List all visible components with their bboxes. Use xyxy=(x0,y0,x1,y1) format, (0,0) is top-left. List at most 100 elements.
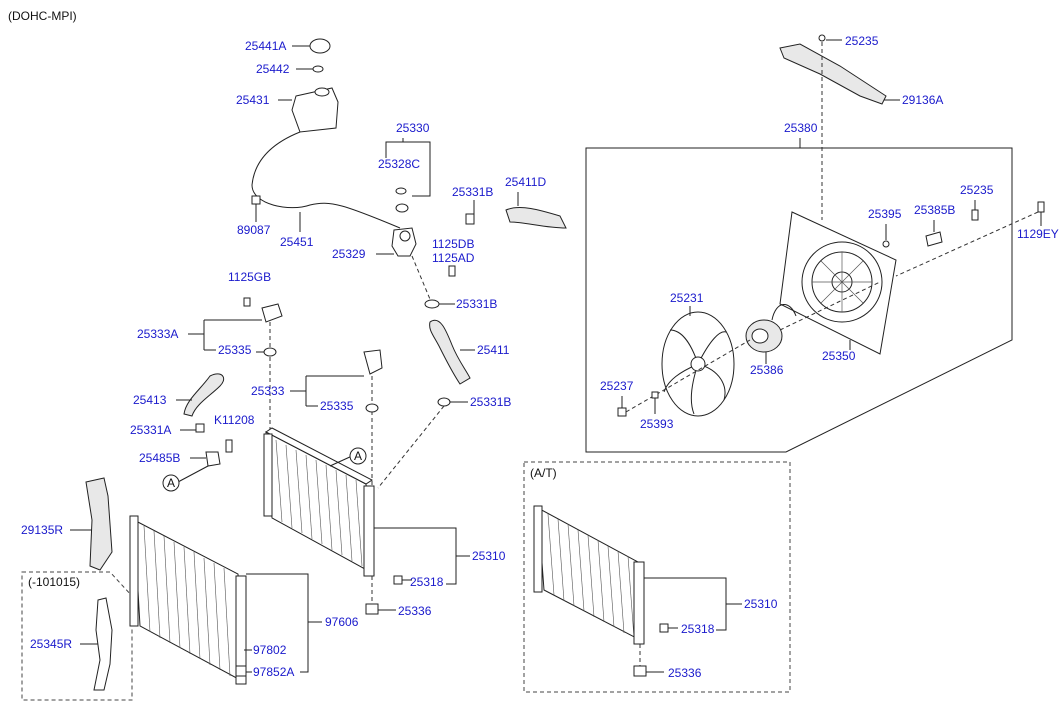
hose-clamp-mid xyxy=(424,299,455,309)
hose-fitting-icon xyxy=(205,451,221,467)
part-label-25385B: 25385B xyxy=(914,203,955,217)
bracket-upper-left xyxy=(261,303,283,323)
hose-clamp-icon xyxy=(195,423,205,433)
part-label-25485B: 25485B xyxy=(139,451,180,465)
part-label-25336: 25336 xyxy=(398,604,432,618)
reference-mark-a-right-label: A xyxy=(354,449,362,463)
radiator-main xyxy=(263,427,375,577)
upper-hose-long xyxy=(429,319,475,385)
washer-icon xyxy=(651,391,659,399)
part-label-25386: 25386 xyxy=(750,363,784,377)
bolt-icon xyxy=(448,265,456,277)
fan-blade xyxy=(661,311,735,417)
resistor-icon xyxy=(925,231,943,247)
part-label-25333: 25333 xyxy=(251,384,285,398)
part-label-25442: 25442 xyxy=(256,62,290,76)
part-label-25329: 25329 xyxy=(332,247,366,261)
water-inlet-fitting xyxy=(391,227,417,257)
part-label-97606: 97606 xyxy=(325,615,359,629)
part-label-25411D: 25411D xyxy=(505,175,546,189)
part-label-25411: 25411 xyxy=(477,343,510,357)
part-label-25331A: 25331A xyxy=(130,423,171,437)
drain-plug-icon xyxy=(393,575,403,585)
engine-type-label: (DOHC-MPI) xyxy=(8,9,77,23)
part-label-97852A: 97852A xyxy=(253,665,294,679)
part-label-1129EY: 1129EY xyxy=(1017,227,1059,241)
part-label-29135R: 29135R xyxy=(21,523,63,537)
bracket-upper-right xyxy=(363,349,383,375)
part-label-25333A: 25333A xyxy=(137,327,178,341)
part-label-25331B-low: 25331B xyxy=(470,395,511,409)
part-label-25393: 25393 xyxy=(640,417,674,431)
part-label-25331B-top: 25331B xyxy=(452,185,493,199)
part-label-29136A: 29136A xyxy=(902,93,943,107)
part-label-25231: 25231 xyxy=(670,291,704,305)
clip-icon xyxy=(882,240,890,248)
part-label-25335-b: 25335 xyxy=(320,399,354,413)
bolt-icon xyxy=(1037,201,1045,213)
part-label-25318: 25318 xyxy=(410,575,444,589)
rubber-insulator-icon xyxy=(365,403,379,413)
bolt-icon xyxy=(243,297,251,307)
reference-mark-a-right xyxy=(349,447,367,465)
part-label-25451: 25451 xyxy=(280,235,314,249)
part-label-25318-at: 25318 xyxy=(681,622,715,636)
screw-icon xyxy=(818,34,826,42)
drain-plug-icon xyxy=(225,439,233,453)
screw-icon xyxy=(971,209,979,221)
air-guard-29135R xyxy=(85,477,113,571)
part-label-25310: 25310 xyxy=(472,549,506,563)
part-label-25235-right: 25235 xyxy=(960,183,994,197)
fan-assembly-box xyxy=(585,147,1013,453)
part-label-1125AD: 1125AD xyxy=(432,251,475,265)
fan-motor xyxy=(745,304,797,353)
reservoir-cap xyxy=(292,38,331,54)
date-variant-label: (-101015) xyxy=(28,575,80,589)
condenser xyxy=(129,515,247,685)
part-label-25237: 25237 xyxy=(600,379,634,393)
at-variant-label: (A/T) xyxy=(530,466,557,480)
part-label-25310-at: 25310 xyxy=(744,597,778,611)
part-label-25413: 25413 xyxy=(133,393,167,407)
lower-insulator-icon xyxy=(365,603,379,615)
upper-hose-short xyxy=(505,192,567,229)
part-label-25335-a: 25335 xyxy=(218,343,252,357)
part-label-K11208: K11208 xyxy=(214,413,255,427)
part-label-25350: 25350 xyxy=(822,349,856,363)
lower-hose xyxy=(176,373,225,417)
part-label-25235-top: 25235 xyxy=(845,34,879,48)
reference-mark-a-left xyxy=(162,474,180,492)
hose-clamp-low xyxy=(437,397,468,407)
part-label-25328C: 25328C xyxy=(378,157,420,171)
part-label-25330: 25330 xyxy=(396,121,430,135)
nut-icon xyxy=(235,665,247,677)
part-label-25441A: 25441A xyxy=(245,39,286,53)
bolt-icon xyxy=(617,407,627,417)
air-guard-29136A xyxy=(779,43,887,105)
thermostat-icon xyxy=(395,203,409,213)
part-label-25336-at: 25336 xyxy=(668,666,702,680)
reference-mark-a-left-label: A xyxy=(167,476,175,490)
rubber-insulator-icon xyxy=(263,347,277,357)
part-label-25380: 25380 xyxy=(784,121,818,135)
reservoir-hose xyxy=(251,131,401,232)
reservoir-gasket xyxy=(296,65,324,73)
part-label-25395: 25395 xyxy=(868,207,902,221)
air-guard-25345R xyxy=(93,597,113,691)
hose-clamp-top xyxy=(465,200,475,225)
radiator-at xyxy=(533,505,645,645)
reservoir-tank xyxy=(278,87,339,133)
part-label-25331B-mid: 25331B xyxy=(456,297,497,311)
lower-insulator-icon xyxy=(633,665,647,677)
fan-shroud xyxy=(779,211,897,355)
at-variant-box xyxy=(523,461,791,693)
part-label-25345R: 25345R xyxy=(30,637,72,651)
part-label-97802: 97802 xyxy=(253,643,287,657)
part-label-1125GB: 1125GB xyxy=(228,270,271,284)
part-label-89087: 89087 xyxy=(237,223,271,237)
date-variant-box xyxy=(21,571,133,701)
part-label-25431: 25431 xyxy=(236,93,270,107)
drain-plug-icon xyxy=(659,623,669,633)
part-label-1125DB: 1125DB xyxy=(432,237,474,251)
